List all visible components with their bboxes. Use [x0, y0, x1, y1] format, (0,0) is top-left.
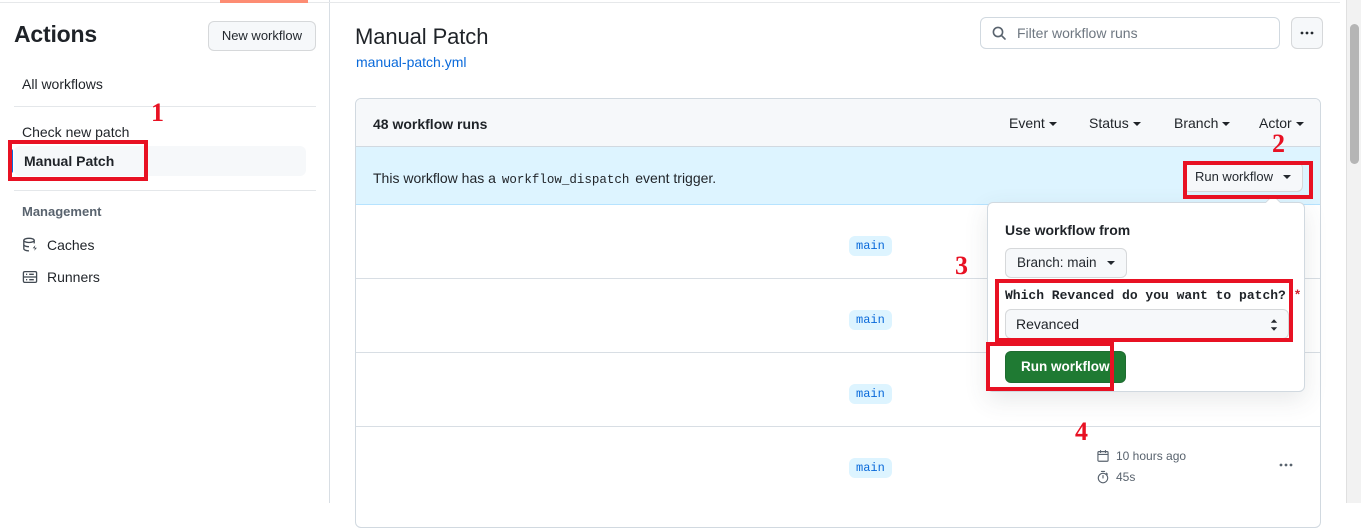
dispatch-text-after: event trigger.	[635, 170, 717, 186]
dispatch-text-before: This workflow has a	[373, 170, 496, 186]
chevron-down-icon	[1283, 175, 1291, 179]
run-timestamp: 10 hours ago	[1096, 445, 1246, 466]
page-scrollbar[interactable]	[1346, 0, 1361, 503]
run-workflow-dropdown-button[interactable]: Run workflow	[1182, 162, 1303, 192]
workflow-input-label: Which Revanced do you want to patch? *	[1005, 287, 1301, 305]
duration-text: 45s	[1116, 469, 1136, 484]
sidebar-item-manual-patch[interactable]: Manual Patch	[9, 146, 306, 176]
sidebar-divider-bottom	[14, 190, 316, 191]
page-loading-bar	[220, 0, 308, 3]
chevron-down-icon	[1222, 122, 1231, 126]
scrollbar-thumb[interactable]	[1350, 24, 1359, 164]
revanced-select-value: Revanced	[1016, 316, 1080, 332]
filter-status-dropdown[interactable]: Status	[1089, 113, 1141, 133]
sidebar-header: Actions New workflow	[14, 18, 316, 52]
sidebar-divider-top	[14, 106, 316, 107]
sidebar-item-label: Caches	[47, 237, 95, 253]
filter-workflow-runs-field[interactable]	[980, 17, 1280, 49]
more-options-button[interactable]	[1291, 17, 1323, 49]
filter-event-dropdown[interactable]: Event	[1009, 113, 1057, 133]
run-workflow-submit-button[interactable]: Run workflow	[1005, 351, 1126, 383]
kebab-horizontal-icon	[1279, 463, 1293, 467]
filter-label: Actor	[1259, 115, 1292, 131]
filter-label: Status	[1089, 115, 1129, 131]
select-stepper-icon	[1269, 317, 1279, 333]
branch-badge[interactable]: main	[849, 310, 892, 330]
new-workflow-button[interactable]: New workflow	[207, 21, 316, 51]
revanced-select[interactable]: Revanced	[1005, 309, 1289, 339]
branch-badge[interactable]: main	[849, 236, 892, 256]
filter-branch-dropdown[interactable]: Branch	[1174, 113, 1231, 133]
chevron-down-icon	[1295, 122, 1304, 126]
main-content: Manual Patch manual-patch.yml 48 workflo…	[331, 0, 1341, 528]
table-row[interactable]: main 10 hours ago	[356, 427, 1320, 501]
filter-actor-dropdown[interactable]: Actor	[1259, 113, 1304, 133]
sidebar-item-label: Manual Patch	[24, 153, 115, 169]
search-input[interactable]	[1015, 24, 1269, 42]
runs-count-label: 48 workflow runs	[373, 116, 488, 132]
cache-icon	[22, 237, 38, 253]
kebab-horizontal-icon	[1300, 31, 1314, 35]
workflow-title: Manual Patch	[355, 24, 489, 49]
input-label-text: Which Revanced do you want to patch?	[1005, 288, 1286, 303]
sidebar-item-check-new-patch[interactable]: Check new patch	[22, 124, 130, 140]
stopwatch-icon	[1096, 470, 1110, 484]
management-heading: Management	[22, 204, 102, 219]
server-icon	[22, 269, 38, 285]
search-icon	[991, 25, 1007, 41]
filter-label: Branch	[1174, 115, 1219, 131]
run-duration: 45s	[1096, 466, 1246, 487]
run-meta: 10 hours ago 45s	[1096, 445, 1246, 487]
calendar-icon	[1096, 449, 1110, 463]
popover-caret	[1266, 195, 1280, 203]
sidebar-item-caches[interactable]: Caches	[22, 234, 94, 256]
sidebar-item-label: Runners	[47, 269, 100, 285]
workflow-dispatch-banner: This workflow has a workflow_dispatch ev…	[356, 147, 1320, 205]
use-workflow-from-label: Use workflow from	[1005, 222, 1131, 238]
filter-label: Event	[1009, 115, 1045, 131]
workflow-file-link[interactable]: manual-patch.yml	[356, 54, 467, 70]
run-workflow-dropdown-label: Run workflow	[1194, 169, 1273, 184]
dispatch-banner-text: This workflow has a workflow_dispatch ev…	[373, 168, 716, 190]
table-row[interactable]: main	[356, 205, 1320, 279]
run-workflow-popover: Use workflow from Branch: main Which Rev…	[987, 202, 1305, 392]
chevron-down-icon	[1106, 261, 1115, 265]
top-divider	[0, 2, 1340, 3]
page-root: Actions New workflow All workflows Check…	[0, 0, 1341, 503]
page-title: Actions	[14, 21, 97, 47]
row-more-options-button[interactable]	[1274, 455, 1298, 475]
branch-badge[interactable]: main	[849, 384, 892, 404]
runs-panel-header: 48 workflow runs Event Status Branch Act…	[356, 99, 1320, 147]
dispatch-event-code: workflow_dispatch	[501, 173, 630, 187]
chevron-down-icon	[1132, 122, 1141, 126]
required-marker: *	[1293, 288, 1302, 303]
sidebar-item-all-workflows[interactable]: All workflows	[22, 76, 103, 92]
timestamp-text: 10 hours ago	[1116, 448, 1187, 463]
branch-badge[interactable]: main	[849, 458, 892, 478]
branch-select-label: Branch: main	[1017, 255, 1097, 270]
branch-select-button[interactable]: Branch: main	[1005, 248, 1127, 278]
chevron-down-icon	[1048, 122, 1057, 126]
actions-sidebar: Actions New workflow All workflows Check…	[0, 0, 330, 503]
table-row[interactable]: main	[356, 279, 1320, 353]
sidebar-item-runners[interactable]: Runners	[22, 266, 100, 288]
